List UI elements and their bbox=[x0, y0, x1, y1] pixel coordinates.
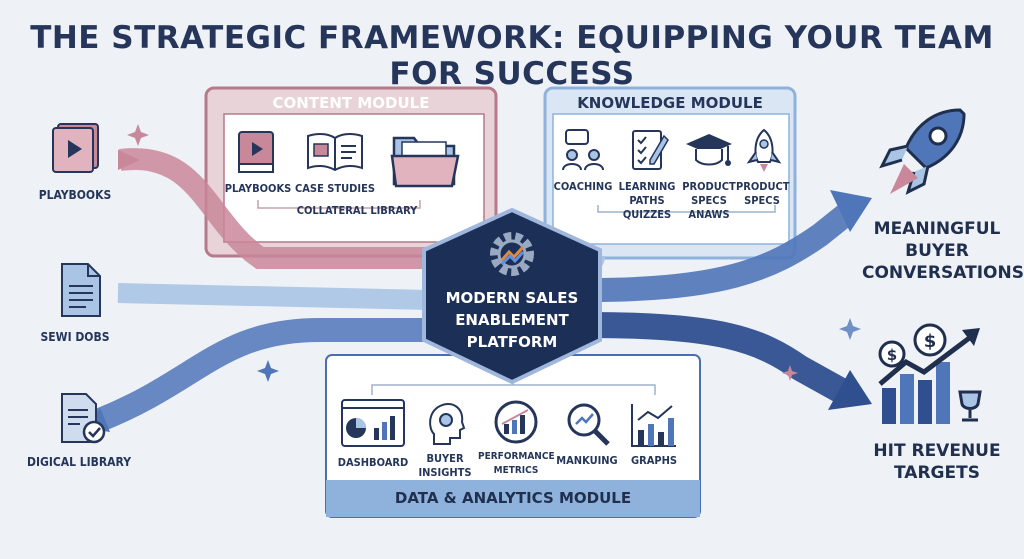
analytics-module-title: DATA & ANALYTICS MODULE bbox=[394, 489, 632, 507]
knowledge-item-product-specs-2: PRODUCT SPECS bbox=[736, 180, 790, 207]
analytics-item-dashboard: DASHBOARD bbox=[337, 456, 409, 469]
dashboard-icon bbox=[340, 398, 406, 453]
analytics-item-buyer-insights: BUYER INSIGHTS bbox=[418, 452, 472, 479]
hub-label: MODERN SALES ENABLEMENT PLATFORM bbox=[445, 289, 579, 351]
svg-text:$: $ bbox=[887, 346, 897, 364]
checklist-icon bbox=[630, 128, 670, 177]
input-label-docs: SEWI DOBS bbox=[40, 330, 110, 344]
folder-icon bbox=[390, 128, 460, 195]
analytics-item-graphs: GRAPHS bbox=[630, 454, 678, 467]
open-book-icon bbox=[306, 132, 364, 177]
content-item-case-studies: CASE STUDIES bbox=[295, 182, 375, 195]
coaching-people-icon bbox=[560, 128, 606, 177]
knowledge-item-product-specs-1: PRODUCT SPECS ANAWS bbox=[682, 180, 736, 221]
gauge-icon bbox=[492, 398, 540, 449]
revenue-growth-icon: $ $ bbox=[876, 322, 996, 431]
graduation-cap-icon bbox=[684, 130, 734, 175]
analytics-item-mankuing: MANKUING bbox=[556, 454, 618, 467]
knowledge-item-coaching: COACHING bbox=[553, 180, 613, 193]
output-label-revenue: HIT REVENUE TARGETS bbox=[873, 441, 1001, 483]
hub-hexagon bbox=[422, 207, 602, 385]
head-profile-icon bbox=[426, 400, 466, 451]
video-playbook-icon bbox=[50, 120, 106, 181]
knowledge-module-title: KNOWLEDGE MODULE bbox=[577, 94, 763, 112]
line-bar-graph-icon bbox=[630, 402, 678, 453]
collateral-library-label: COLLATERAL LIBRARY bbox=[296, 204, 418, 217]
svg-text:$: $ bbox=[924, 331, 937, 352]
input-label-library: DIGICAL LIBRARY bbox=[26, 455, 132, 469]
knowledge-item-learning-paths: LEARNING PATHS QUIZZES bbox=[618, 180, 676, 221]
playbook-book-icon bbox=[236, 130, 276, 179]
magnifier-chart-icon bbox=[564, 400, 612, 451]
library-check-icon bbox=[58, 392, 108, 451]
output-label-conversations: MEANINGFUL BUYER CONVERSATIONS bbox=[862, 219, 1024, 283]
gear-chart-icon bbox=[484, 226, 540, 287]
input-label-playbooks: PLAYBOOKS bbox=[38, 188, 112, 202]
content-module-title: CONTENT MODULE bbox=[272, 94, 430, 112]
rocket-small-icon bbox=[744, 128, 784, 177]
content-item-playbooks: PLAYBOOKS bbox=[224, 182, 292, 195]
document-icon bbox=[58, 262, 104, 323]
rocket-icon bbox=[876, 104, 972, 213]
page-title: THE STRATEGIC FRAMEWORK: EQUIPPING YOUR … bbox=[30, 20, 994, 92]
analytics-item-performance-metrics: PERFORMANCE METRICS bbox=[478, 451, 555, 476]
